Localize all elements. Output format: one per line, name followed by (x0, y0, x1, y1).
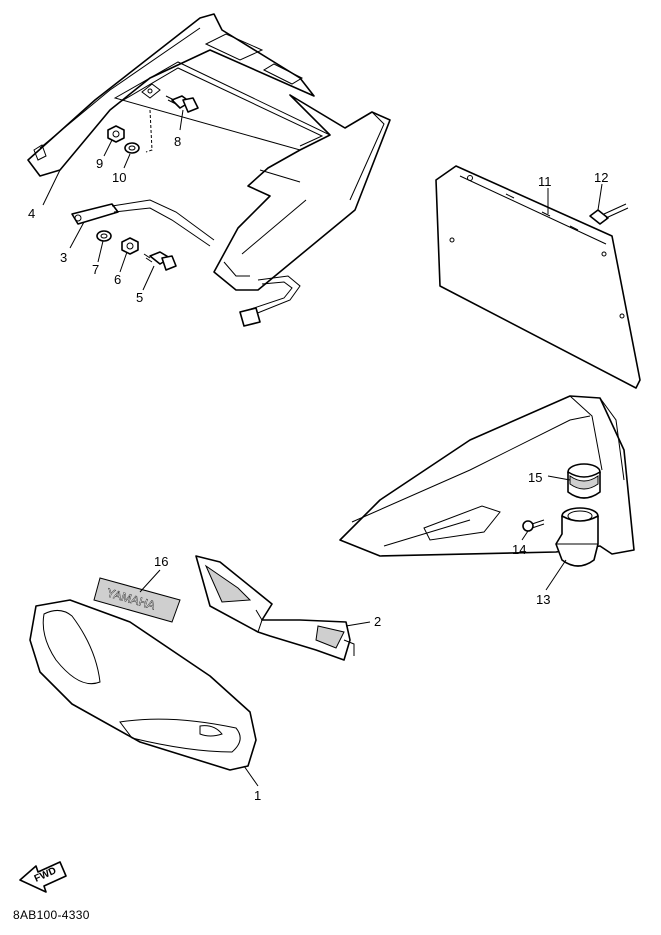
fwd-arrow: FWD (19, 861, 67, 893)
callout-3: 3 (60, 250, 67, 265)
leader-lines (42, 109, 603, 787)
part-5-bolt (143, 251, 177, 271)
part-2-duct (195, 555, 355, 661)
callout-1: 1 (254, 788, 261, 803)
callout-13: 13 (536, 592, 550, 607)
diagram-code: 8AB100-4330 (13, 908, 90, 922)
part-12-screw (589, 203, 629, 225)
part-1-cover (29, 599, 257, 771)
part-14-screw (522, 519, 545, 532)
part-11-panel (435, 165, 641, 389)
callout-4: 4 (28, 206, 35, 221)
callout-2: 2 (374, 614, 381, 629)
callouts: 4 3 7 6 5 9 10 8 11 12 15 14 13 16 2 1 (28, 134, 608, 803)
part-4-rear-cowling (27, 13, 391, 291)
part-9-nut (107, 125, 125, 143)
callout-8: 8 (174, 134, 181, 149)
callout-14: 14 (512, 542, 526, 557)
callout-10: 10 (112, 170, 126, 185)
callout-6: 6 (114, 272, 121, 287)
callout-7: 7 (92, 262, 99, 277)
part-8-bolt (165, 95, 199, 113)
callout-12: 12 (594, 170, 608, 185)
side-cover (339, 395, 635, 557)
part-15-lens (567, 463, 601, 499)
part-3-bracket (71, 199, 301, 327)
part-10-washer (124, 142, 140, 154)
part-7-washer (96, 230, 112, 242)
callout-5: 5 (136, 290, 143, 305)
part-6-nut (121, 237, 139, 255)
callout-9: 9 (96, 156, 103, 171)
part-13-lamp-socket (555, 507, 599, 567)
callout-16: 16 (154, 554, 168, 569)
callout-11: 11 (538, 174, 552, 189)
callout-15: 15 (528, 470, 542, 485)
